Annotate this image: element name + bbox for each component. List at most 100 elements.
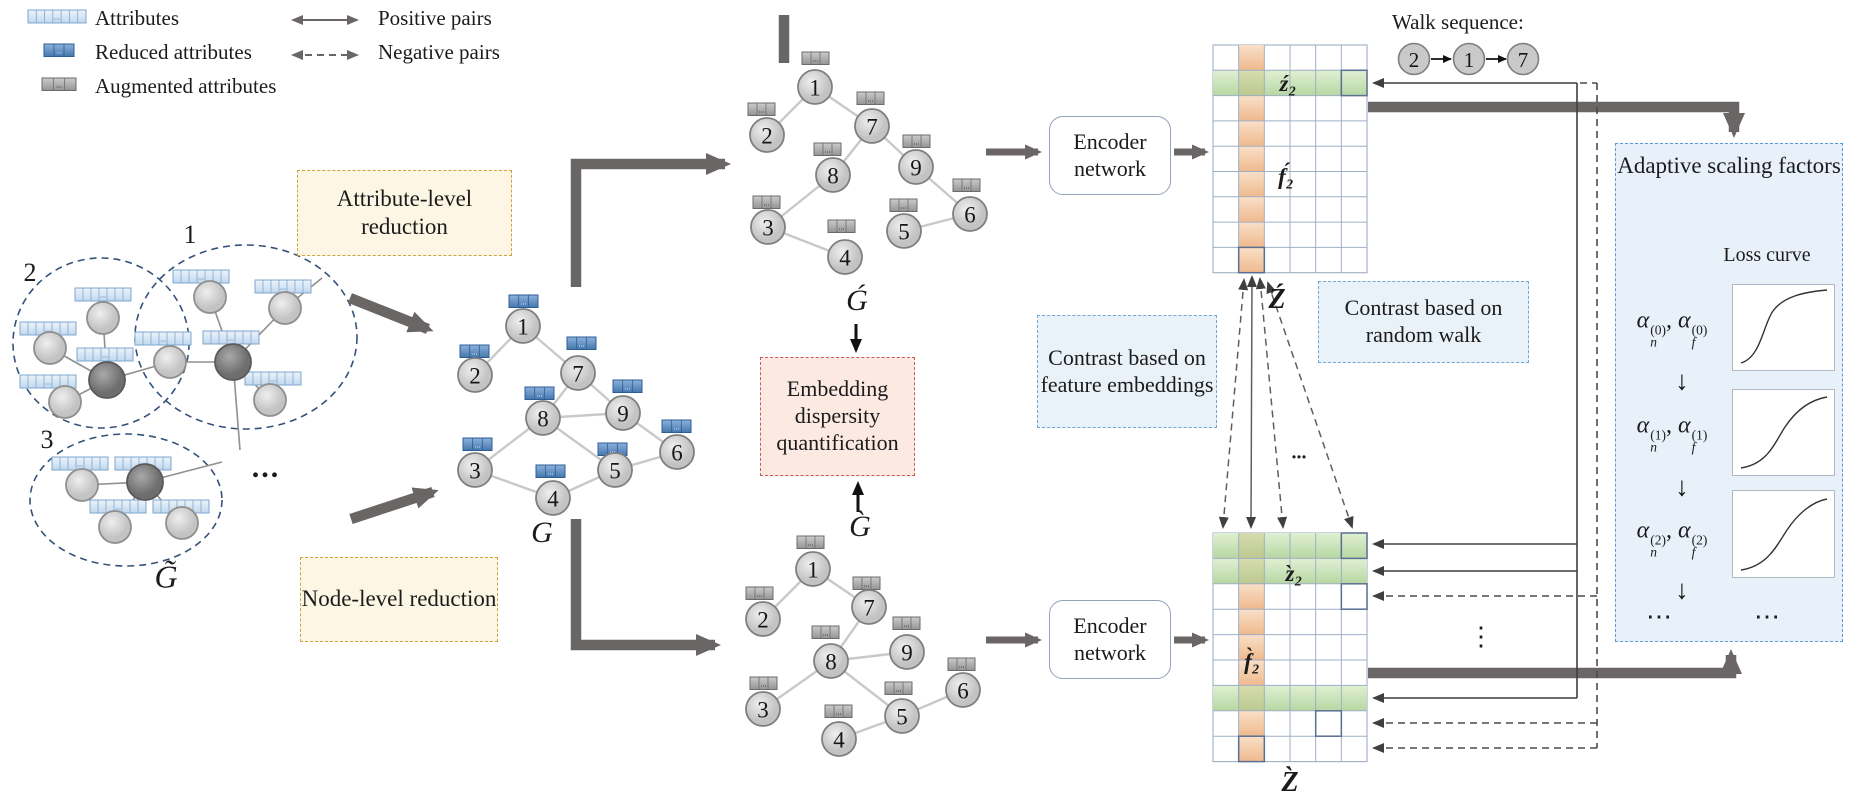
bar-dots: ... <box>864 579 870 588</box>
graph-node <box>854 108 890 144</box>
arrow-gtilde-to-g-top <box>348 293 434 334</box>
graph-node <box>886 213 922 249</box>
encoder-network-top-box: Encoder network <box>1049 116 1171 195</box>
bar-dots: ... <box>45 325 51 334</box>
green-row-cell <box>1213 558 1239 584</box>
graph-node <box>457 452 493 488</box>
loss-curve-plot-0 <box>1732 284 1835 371</box>
orange-col-cell <box>1238 634 1265 660</box>
reduced-attribute-bar-icon <box>661 419 692 433</box>
graph-node <box>560 355 596 391</box>
graph-node-label: 4 <box>833 728 845 753</box>
feature-negative-pair <box>1255 277 1288 529</box>
attribute-level-reduction-box: Attribute-level reduction <box>297 170 512 256</box>
augmented-attribute-bar-icon <box>856 91 885 105</box>
graph-node <box>457 357 493 393</box>
bar-dots: ... <box>808 538 814 547</box>
arrow-gtilde-to-g-bottom <box>349 487 439 524</box>
bar-dots: ... <box>674 422 680 431</box>
bar-dots: ... <box>579 339 585 348</box>
green-row-cell <box>1264 70 1291 96</box>
alpha-factors-0: α(0)n, α(0)f <box>1636 307 1708 350</box>
augmented-attribute-bar-icon <box>745 586 774 600</box>
adaptive-scaling-box: Adaptive scaling factors Loss curve α(0)… <box>1615 143 1843 642</box>
orange-col-cell <box>1238 710 1265 737</box>
orange-col-cell <box>1238 196 1265 223</box>
graph-node-label: 2 <box>757 608 769 633</box>
green-row-cell <box>1213 685 1239 711</box>
graph-node-label: 5 <box>898 220 910 245</box>
graph-node <box>749 117 785 153</box>
graph-node <box>505 308 541 344</box>
walk-node-label: 2 <box>1409 48 1420 72</box>
graph-node <box>945 672 981 708</box>
green-row-cell <box>1341 533 1368 559</box>
green-row-cell <box>1341 558 1368 584</box>
graph-node-label: 5 <box>609 459 621 484</box>
arrow-Zacute-to-adaptive <box>1368 101 1745 138</box>
cluster-node <box>98 510 132 544</box>
cluster-ellipse <box>29 433 223 567</box>
graph-node <box>535 480 571 516</box>
graph-node-label: 8 <box>827 164 839 189</box>
graph-node-label: 1 <box>517 315 529 340</box>
augmented-attribute-bar-icon <box>889 198 918 212</box>
orange-col-cell <box>1238 736 1265 762</box>
node-level-reduction-box: Node-level reduction <box>300 557 498 642</box>
graph-node-label: 9 <box>901 641 913 666</box>
graph-node-label: 6 <box>671 441 683 466</box>
walk-node <box>1452 42 1486 76</box>
bar-dots: ... <box>521 297 527 306</box>
alpha-factors-1: α(1)n, α(1)f <box>1636 412 1708 455</box>
cluster-node <box>65 468 99 502</box>
cluster-center-node <box>214 343 252 381</box>
green-row-cell <box>1290 558 1316 584</box>
augmented-attribute-bar-icon <box>892 616 921 630</box>
graph-node-label: 3 <box>469 459 481 484</box>
augmented-attribute-bar-icon <box>813 142 842 156</box>
orange-col-cell <box>1238 247 1265 273</box>
orange-col-cell <box>1238 95 1265 121</box>
bar-dots: ... <box>896 684 902 693</box>
legend-positive-pairs-label: Positive pairs <box>378 6 492 30</box>
bar-dots: ... <box>45 378 51 387</box>
cluster-node <box>33 331 67 365</box>
green-row-cell <box>1315 685 1342 711</box>
graph-node <box>745 691 781 727</box>
graph-g-tilde-label: G̃ <box>154 558 178 595</box>
orange-col-cell <box>1238 609 1265 635</box>
walk-sequence-label: Walk sequence: <box>1392 10 1524 34</box>
bar-dots: ... <box>56 46 62 55</box>
cluster-center-node <box>126 463 164 501</box>
graph-node-label: 7 <box>863 596 875 621</box>
graph-node-label: 8 <box>537 407 549 432</box>
light-attribute-bar-icon <box>134 331 192 346</box>
light-attribute-bar-icon <box>76 347 134 362</box>
orange-col-cell <box>1238 222 1265 248</box>
graph-node <box>889 634 925 670</box>
vertical-dots: ⋮ <box>1468 622 1494 651</box>
augmented-attribute-bar-icon <box>811 625 840 639</box>
alpha-step-arrow-1: ↓ <box>1675 471 1689 502</box>
adaptive-scaling-title: Adaptive scaling factors <box>1617 153 1841 178</box>
green-row-cell <box>1315 533 1342 559</box>
feature-negative-pair <box>1218 278 1249 529</box>
legend-reduced-attributes-label: Reduced attributes <box>95 40 252 64</box>
graph-node-label: 3 <box>757 698 769 723</box>
contrast-random-walk-box: Contrast based on random walk <box>1318 281 1529 363</box>
orange-col-cell <box>1238 583 1265 610</box>
matrix-highlight-cell <box>1340 583 1368 610</box>
augmented-attribute-bar-icon <box>827 219 856 233</box>
cluster-ellipse <box>134 244 358 430</box>
bar-dots: ... <box>270 375 276 384</box>
graph-node-label: 1 <box>807 558 819 583</box>
matrix-highlight-cell <box>1340 69 1368 97</box>
cluster-2-label: 2 <box>23 258 37 287</box>
cluster-node <box>268 291 302 325</box>
graph-node <box>525 400 561 436</box>
light-attribute-bar-icon <box>74 287 132 302</box>
orange-col-cell <box>1238 120 1265 147</box>
bar-dots: ... <box>100 291 106 300</box>
legend-augmented-attributes-label: Augmented attributes <box>95 74 277 98</box>
